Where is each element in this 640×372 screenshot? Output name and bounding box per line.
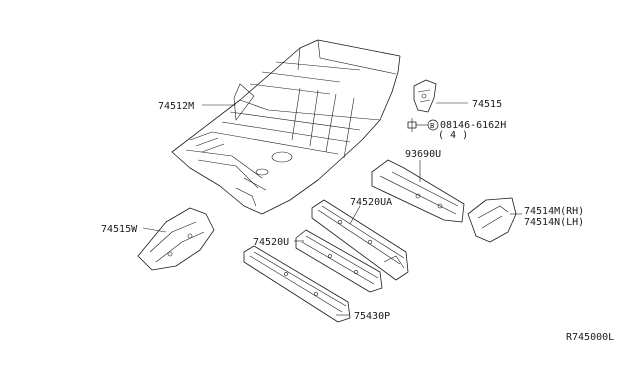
rail-74520ua[interactable]	[311, 199, 409, 281]
label-cross-member[interactable]: 93690U	[405, 149, 441, 160]
side-plate-74514[interactable]	[467, 197, 517, 243]
label-side-plate-lh[interactable]: 74514N(LH)	[524, 217, 584, 228]
label-rail-upper[interactable]: 74520UA	[350, 197, 392, 208]
floor-panel-main[interactable]	[171, 39, 401, 215]
side-extension-74515w[interactable]	[137, 207, 215, 271]
leader-rail-upper	[349, 205, 361, 225]
label-side-plate-rh[interactable]: 74514M(RH)	[524, 206, 584, 217]
sill-75430p[interactable]	[243, 245, 351, 323]
label-bolt[interactable]: 08146-6162H	[440, 120, 506, 131]
label-bolt-qty: ( 4 )	[438, 130, 468, 141]
label-floor-main[interactable]: 74512M	[158, 101, 194, 112]
bracket-74515[interactable]	[413, 79, 437, 113]
leader-side-extension	[142, 227, 167, 233]
label-sill[interactable]: 75430P	[354, 311, 390, 322]
diagram-code: R745000L	[566, 332, 614, 343]
bolt-08146-6162h[interactable]	[407, 118, 417, 132]
cross-member-93690u[interactable]	[371, 159, 465, 223]
bolt-symbol-circle	[427, 119, 439, 131]
label-rail-lower[interactable]: 74520U	[253, 237, 289, 248]
label-bracket[interactable]: 74515	[472, 99, 502, 110]
rail-74520u[interactable]	[295, 229, 383, 293]
bolt-symbol-letter: B	[430, 122, 434, 130]
label-side-extension[interactable]: 74515W	[101, 224, 138, 235]
